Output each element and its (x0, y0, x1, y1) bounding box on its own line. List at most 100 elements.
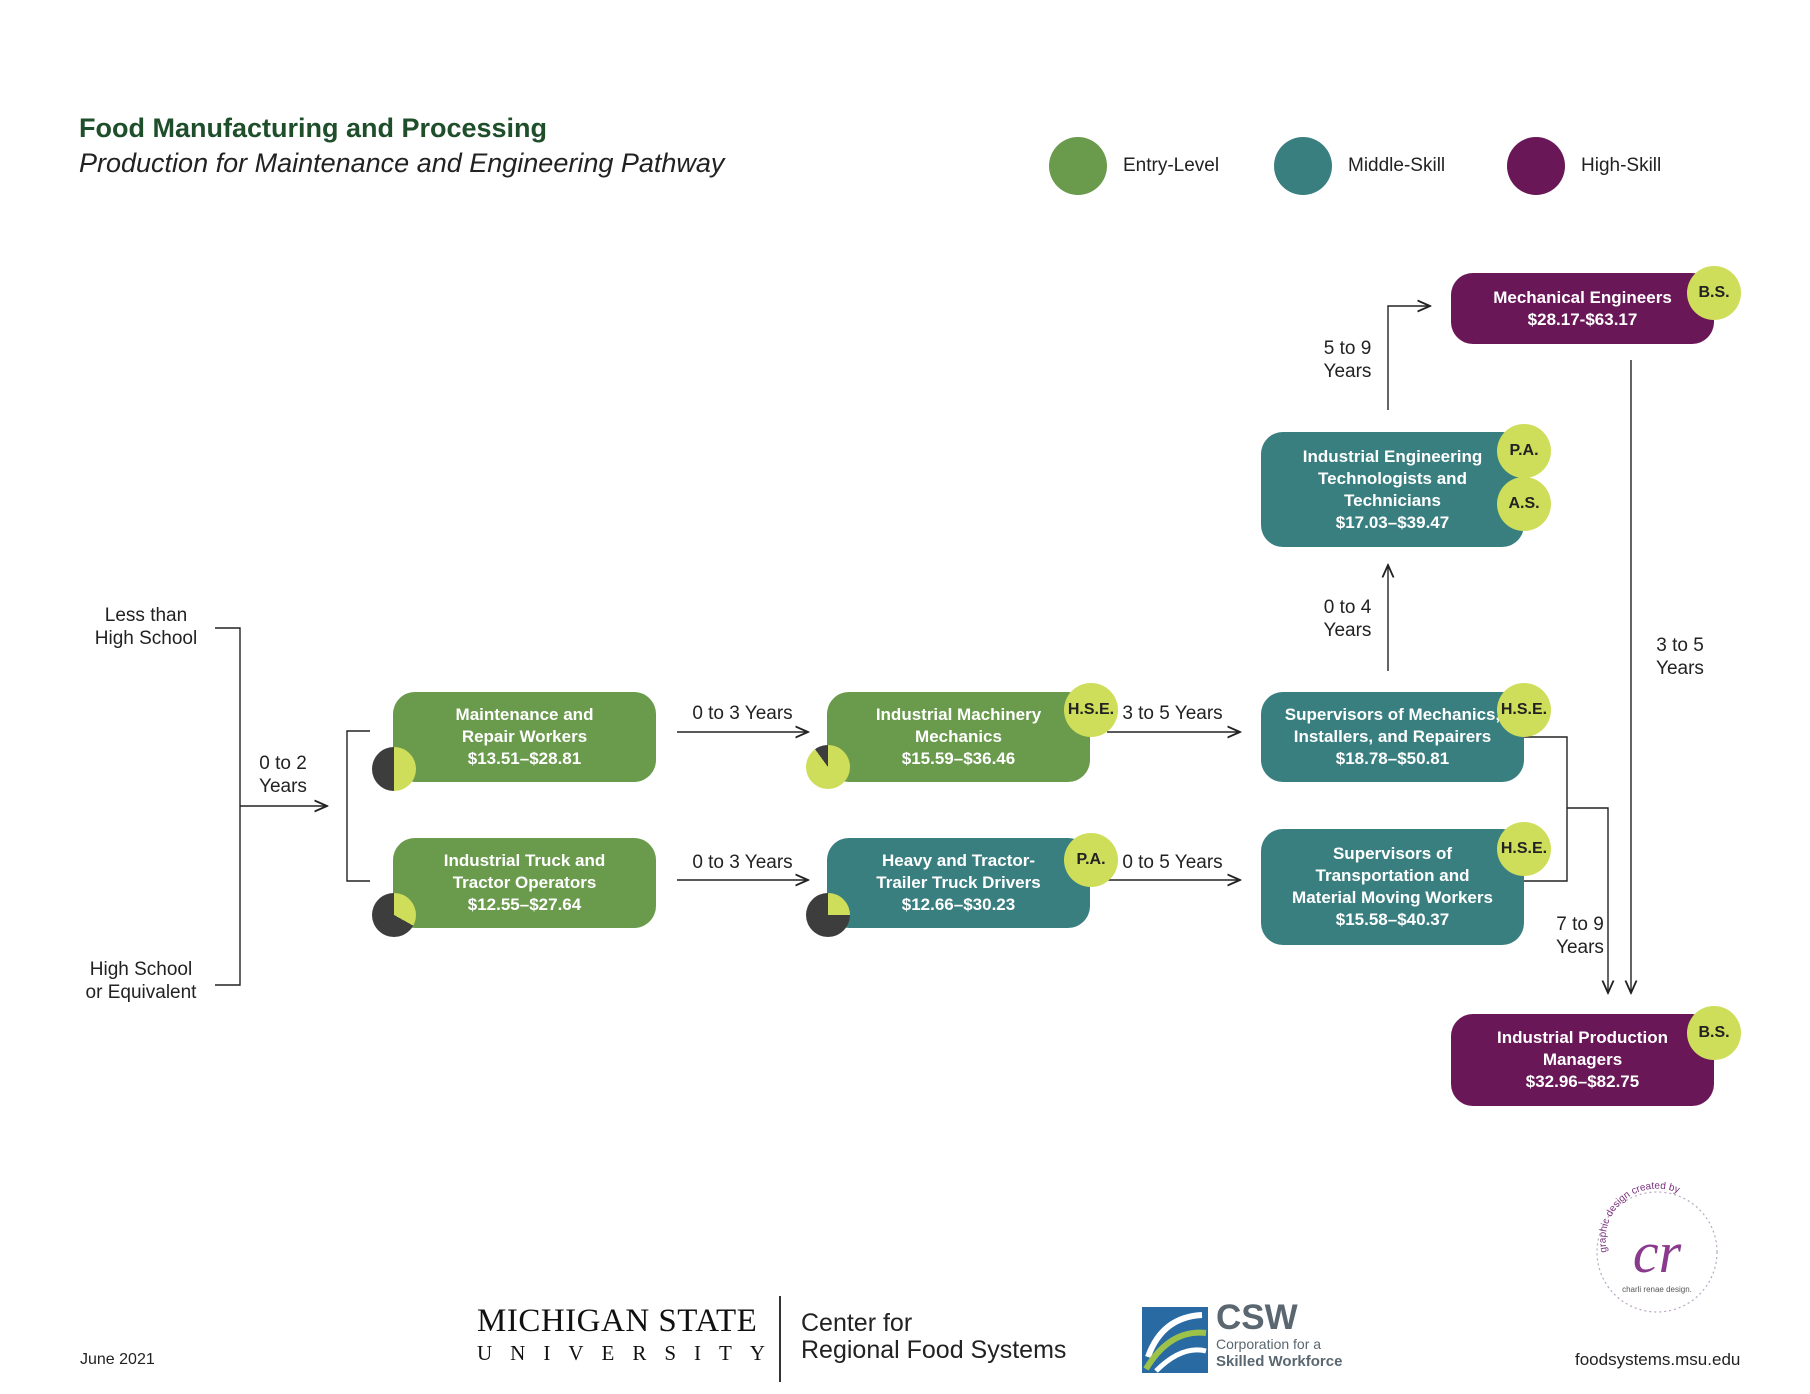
csw-line: Corporation for a (1216, 1336, 1322, 1352)
msu-subword: UNIVERSITY (477, 1341, 783, 1365)
node-title-line: Mechanical Engineers (1493, 287, 1672, 307)
transition-line: Years (1323, 620, 1372, 641)
transition-tech-to-eng: 5 to 9 Years (1315, 337, 1380, 383)
node-title-line: Technologists and (1318, 468, 1467, 488)
badge-engineers-bs: B.S. (1687, 266, 1741, 320)
csw-line: Skilled Workforce (1216, 1353, 1343, 1370)
footer-date: June 2021 (80, 1351, 155, 1368)
node-title-line: Industrial Production (1497, 1028, 1668, 1047)
node-title-line: Maintenance and (455, 705, 594, 724)
center-line: Center for (801, 1309, 913, 1337)
page-subtitle: Production for Maintenance and Engineeri… (79, 148, 725, 178)
node-wage: $13.51–$28.81 (467, 749, 582, 768)
node-title-line: Supervisors of (1332, 844, 1453, 863)
node-heavy-truck-drivers: Heavy and Tractor- Trailer Truck Drivers… (827, 838, 1090, 928)
pie-maintenance (372, 747, 416, 791)
pie-machinery-mechanics (806, 745, 850, 789)
transition-line: Years (1556, 937, 1604, 958)
education-line: High School (94, 628, 198, 649)
transition-line: Years (259, 776, 307, 797)
transition-line: 3 to 5 (1656, 635, 1704, 656)
transition-mech-to-sup: 3 to 5 Years (1122, 703, 1223, 724)
badge-technologists-pa: P.A. (1497, 424, 1551, 478)
designer-name: charli renae design. (1622, 1285, 1692, 1294)
msu-logo: MICHIGAN STATE UNIVERSITY (477, 1303, 783, 1367)
transition-truck-to-driver: 0 to 3 Years (692, 852, 793, 873)
transition-line: 0 to 2 (259, 753, 307, 774)
node-wage: $15.59–$36.46 (901, 749, 1016, 768)
legend-entry-label: Entry-Level (1123, 155, 1220, 176)
page-title: Food Manufacturing and Processing (79, 113, 548, 143)
csw-logo-svg (1142, 1307, 1208, 1373)
legend-high-label: High-Skill (1581, 155, 1662, 176)
legend-middle-dot (1274, 137, 1332, 195)
transition-driver-to-sup: 0 to 5 Years (1122, 852, 1223, 873)
node-title-line: Industrial Engineering (1302, 446, 1483, 466)
node-title-line: Heavy and Tractor- (881, 851, 1036, 870)
logo-divider (779, 1296, 781, 1382)
transition-maint-to-mech: 0 to 3 Years (692, 703, 793, 724)
education-high-school: High School or Equivalent (76, 958, 206, 1004)
transition-sup-to-mgr: 7 to 9 Years (1540, 913, 1620, 959)
node-title-line: Technicians (1344, 490, 1441, 510)
transition-line: Years (1656, 658, 1704, 679)
node-industrial-machinery-mechanics: Industrial Machinery Mechanics $15.59–$3… (827, 692, 1090, 782)
node-industrial-production-managers: Industrial Production Managers $32.96–$8… (1451, 1014, 1714, 1106)
legend-high-dot (1507, 137, 1565, 195)
node-title-line: Managers (1542, 1050, 1623, 1069)
transition-eng-to-mgr: 3 to 5 Years (1640, 634, 1720, 680)
transition-line: 0 to 4 (1323, 597, 1372, 618)
node-maintenance-repair: Maintenance and Repair Workers $13.51–$2… (393, 692, 656, 782)
legend-middle-label: Middle-Skill (1348, 155, 1446, 176)
badge-managers-bs: B.S. (1687, 1006, 1741, 1060)
msu-wordmark: MICHIGAN STATE (477, 1303, 758, 1339)
pie-truck-operators (372, 893, 416, 937)
node-industrial-truck-operators: Industrial Truck and Tractor Operators $… (393, 838, 656, 928)
node-wage: $15.58–$40.37 (1335, 910, 1450, 929)
education-less-than-hs: Less than High School (86, 604, 206, 650)
node-title-line: Trailer Truck Drivers (876, 873, 1041, 892)
node-supervisors-transportation: Supervisors of Transportation and Materi… (1261, 829, 1524, 945)
csw-logo-icon (1142, 1307, 1208, 1373)
node-wage: $12.66–$30.23 (901, 895, 1016, 914)
badge-technologists-as: A.S. (1497, 477, 1551, 531)
node-title-line: Supervisors of Mechanics, (1284, 705, 1501, 724)
designer-badge: graphic design created by cr charli rena… (1596, 1181, 1718, 1313)
transition-line: 7 to 9 (1556, 914, 1604, 935)
node-mechanical-engineers: Mechanical Engineers $28.17-$63.17 (1451, 273, 1714, 344)
node-wage: $18.78–$50.81 (1335, 749, 1450, 768)
node-wage: $17.03–$39.47 (1335, 512, 1450, 532)
csw-text: CSW Corporation for a Skilled Workforce (1216, 1300, 1342, 1371)
node-title-line: Transportation and (1315, 866, 1470, 885)
node-title-line: Material Moving Workers (1292, 888, 1493, 907)
badge-machinery-hse: H.S.E. (1064, 683, 1118, 737)
badge-drivers-pa: P.A. (1064, 833, 1118, 887)
node-title-line: Repair Workers (461, 727, 588, 746)
node-title-line: Industrial Truck and (443, 851, 606, 870)
node-title-line: Mechanics (915, 727, 1002, 746)
designer-mark: cr (1633, 1220, 1682, 1285)
node-supervisors-mechanics: Supervisors of Mechanics, Installers, an… (1261, 692, 1524, 782)
node-wage: $32.96–$82.75 (1525, 1072, 1640, 1091)
node-wage: $12.55–$27.64 (467, 895, 582, 914)
transition-line: Years (1323, 361, 1372, 382)
transition-line: 5 to 9 (1323, 338, 1372, 359)
education-line: High School (89, 959, 193, 980)
badge-supervisors-trans-hse: H.S.E. (1497, 822, 1551, 876)
transition-edu-to-entry: 0 to 2 Years (243, 752, 323, 798)
website-link[interactable]: foodsystems.msu.edu (1575, 1350, 1741, 1369)
center-logo: Center for Regional Food Systems (801, 1310, 1066, 1364)
node-title-line: Industrial Machinery (875, 705, 1042, 724)
node-title-line: Tractor Operators (452, 873, 597, 892)
education-line: or Equivalent (85, 982, 197, 1003)
node-industrial-engineering-technologists: Industrial Engineering Technologists and… (1261, 432, 1524, 547)
badge-supervisors-mech-hse: H.S.E. (1497, 683, 1551, 737)
node-wage: $28.17-$63.17 (1527, 309, 1638, 329)
csw-abbr: CSW (1216, 1298, 1298, 1337)
legend-entry-dot (1049, 137, 1107, 195)
pie-truck-drivers (806, 893, 850, 937)
node-title-line: Installers, and Repairers (1293, 727, 1492, 746)
transition-sup-to-tech: 0 to 4 Years (1315, 596, 1380, 642)
center-line: Regional Food Systems (801, 1336, 1067, 1364)
